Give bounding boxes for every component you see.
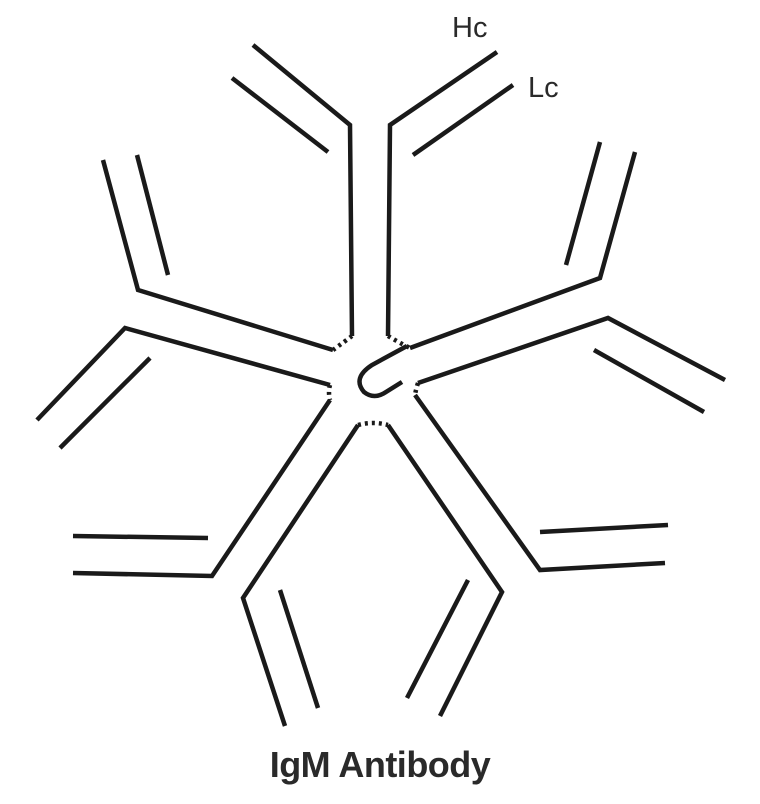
disulfide-bond-right: [412, 382, 421, 396]
disulfide-bond-left: [326, 384, 333, 401]
diagram-title: IgM Antibody: [269, 744, 491, 785]
light-chain-lower-left-a: [72, 533, 209, 541]
central-disulfide-bonds: [326, 334, 421, 428]
monomer-top: [230, 43, 515, 337]
disulfide-bond-top-right: [386, 334, 412, 351]
light-chain-lower-right-a: [405, 578, 470, 700]
j-chain: [357, 344, 409, 399]
light-chain-upper-right-b: [592, 348, 706, 414]
light-chain-lower-left-b: [277, 589, 321, 709]
light-chain-upper-left-b: [58, 356, 152, 450]
light-chain-upper-right-a: [563, 141, 603, 266]
heavy-chain-lower-left-a: [72, 398, 332, 579]
monomer-upper-left: [35, 154, 334, 450]
monomer-upper-right: [409, 141, 727, 414]
light-chain-lower-right-b: [539, 522, 669, 535]
heavy-chain-upper-left-b: [35, 325, 331, 422]
light-chain-top-left: [230, 76, 330, 154]
disulfide-bond-bottom: [357, 420, 389, 428]
heavy-chain-top-right: [385, 50, 499, 337]
heavy-chain-lower-right-b: [413, 393, 666, 573]
heavy-chain-lower-left-b: [240, 423, 360, 727]
heavy-chain-lower-right-a: [386, 423, 505, 718]
light-chain-label: Lc: [528, 72, 559, 104]
heavy-chain-top-left: [251, 43, 355, 337]
heavy-chain-upper-left-a: [100, 159, 334, 353]
heavy-chain-upper-right-a: [409, 151, 638, 351]
disulfide-bond-top-left: [331, 334, 354, 352]
light-chain-top-right: [411, 83, 515, 157]
heavy-chain-label: Hc: [452, 12, 487, 44]
monomer-lower-right: [386, 393, 669, 718]
light-chain-upper-left-a: [134, 154, 171, 276]
monomer-lower-left: [72, 398, 360, 727]
heavy-chain-upper-right-b: [417, 315, 727, 386]
